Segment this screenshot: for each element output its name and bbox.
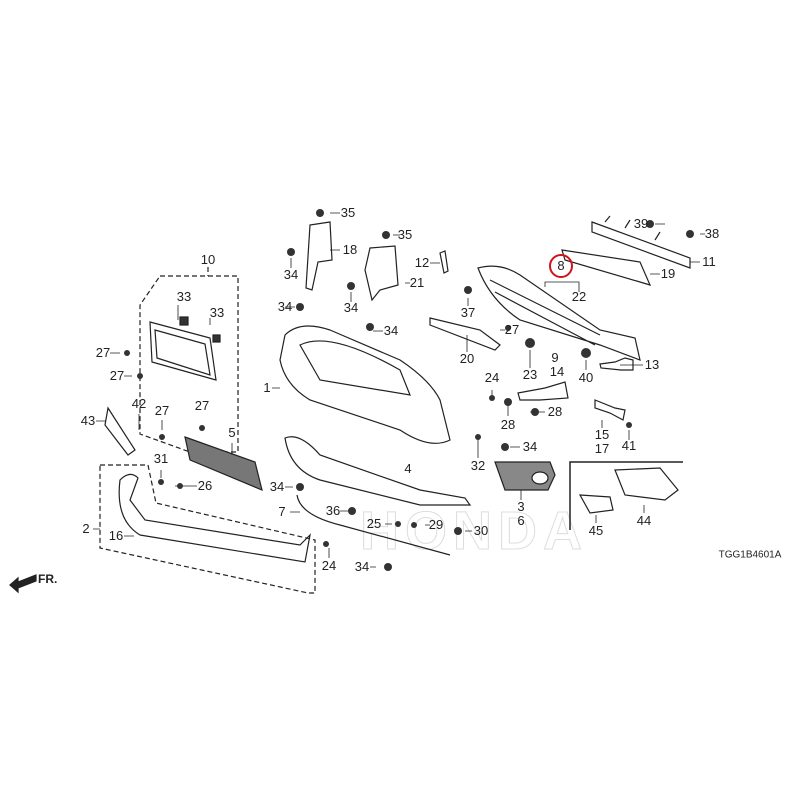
part-lip-16 (118, 473, 311, 563)
part-20 (429, 317, 501, 351)
callout[interactable]: 18 (342, 242, 358, 257)
callout[interactable]: 39 (633, 216, 649, 231)
callout[interactable]: 29 (428, 517, 444, 532)
part-grille-8 (477, 265, 641, 361)
part-bracket-21 (364, 245, 399, 302)
callout[interactable]: 27 (109, 368, 125, 383)
callout[interactable]: 17 (594, 441, 610, 456)
callout[interactable]: 43 (80, 413, 96, 428)
callout[interactable]: 5 (228, 425, 236, 440)
callout[interactable]: 31 (153, 451, 169, 466)
callout[interactable]: 41 (621, 438, 637, 453)
part-license-plate-bracket (149, 321, 217, 381)
callout[interactable]: 7 (278, 504, 286, 519)
callout-highlighted[interactable]: 8 (557, 258, 565, 273)
callout[interactable]: 27 (194, 398, 210, 413)
front-arrow-icon (9, 574, 37, 594)
callout[interactable]: 24 (321, 558, 337, 573)
part-45 (578, 494, 614, 514)
part-lower-grille-4 (284, 436, 472, 506)
part-beam-19 (561, 249, 652, 286)
callout[interactable]: 19 (660, 266, 676, 281)
callout[interactable]: 22 (571, 289, 587, 304)
callout[interactable]: 33 (209, 305, 225, 320)
callout[interactable]: 26 (197, 478, 213, 493)
callout[interactable]: 45 (588, 523, 604, 538)
part-strip-7 (296, 494, 451, 556)
callout[interactable]: 34 (343, 300, 359, 315)
group-lip-2 (99, 464, 316, 594)
callout[interactable]: 34 (522, 439, 538, 454)
callout[interactable]: 35 (340, 205, 356, 220)
leader-lines (93, 212, 705, 568)
callout[interactable]: 40 (578, 370, 594, 385)
callout[interactable]: 28 (547, 404, 563, 419)
callout[interactable]: 34 (383, 323, 399, 338)
callout[interactable]: 44 (636, 513, 652, 528)
part-mesh-5 (184, 436, 263, 492)
callout[interactable]: 20 (459, 351, 475, 366)
part-12 (439, 250, 449, 274)
callout[interactable]: 3 (517, 499, 525, 514)
callout[interactable]: 42 (131, 396, 147, 411)
callout[interactable]: 27 (95, 345, 111, 360)
callout[interactable]: 11 (702, 254, 716, 269)
callout[interactable]: 4 (404, 461, 412, 476)
callout[interactable]: 16 (108, 528, 124, 543)
callout[interactable]: 32 (470, 458, 486, 473)
callout[interactable]: 30 (473, 523, 489, 538)
part-44 (614, 467, 679, 501)
callout[interactable]: 14 (549, 364, 565, 379)
callout[interactable]: 23 (522, 367, 538, 382)
callout[interactable]: 27 (504, 322, 520, 337)
callout[interactable]: 21 (409, 275, 425, 290)
callout[interactable]: 34 (277, 299, 293, 314)
part-bracket-18 (305, 221, 333, 291)
callout[interactable]: 10 (200, 252, 216, 267)
highlight-circle (549, 254, 573, 278)
callout[interactable]: 1 (263, 380, 271, 395)
callout[interactable]: 33 (176, 289, 192, 304)
callout[interactable]: 36 (325, 503, 341, 518)
group-bracket-10 (139, 267, 239, 453)
callout[interactable]: 34 (283, 267, 299, 282)
part-13 (599, 357, 634, 371)
callout[interactable]: 6 (517, 513, 525, 528)
part-bracket-14 (517, 381, 569, 401)
callout[interactable]: 2 (82, 521, 90, 536)
callout[interactable]: 28 (500, 417, 516, 432)
part-bumper-face (279, 325, 451, 444)
callout[interactable]: 35 (397, 227, 413, 242)
front-indicator-label: FR. (38, 572, 58, 586)
callout[interactable]: 27 (154, 403, 170, 418)
fastener-icons (124, 209, 694, 571)
inset-frame (569, 461, 683, 530)
callout[interactable]: 38 (704, 226, 720, 241)
diagram-code: TGG1B4601A (718, 549, 782, 561)
callout[interactable]: 12 (414, 255, 430, 270)
part-bracket-15 (594, 399, 626, 421)
callout[interactable]: 13 (644, 357, 660, 372)
part-beam-11 (591, 215, 691, 269)
callout[interactable]: 34 (269, 479, 285, 494)
part-43 (104, 406, 136, 456)
callout[interactable]: 24 (484, 370, 500, 385)
callout[interactable]: 9 (551, 350, 559, 365)
callout[interactable]: 34 (354, 559, 370, 574)
callout[interactable]: 25 (366, 516, 382, 531)
callout[interactable]: 15 (594, 427, 610, 442)
callout[interactable]: 37 (460, 305, 476, 320)
